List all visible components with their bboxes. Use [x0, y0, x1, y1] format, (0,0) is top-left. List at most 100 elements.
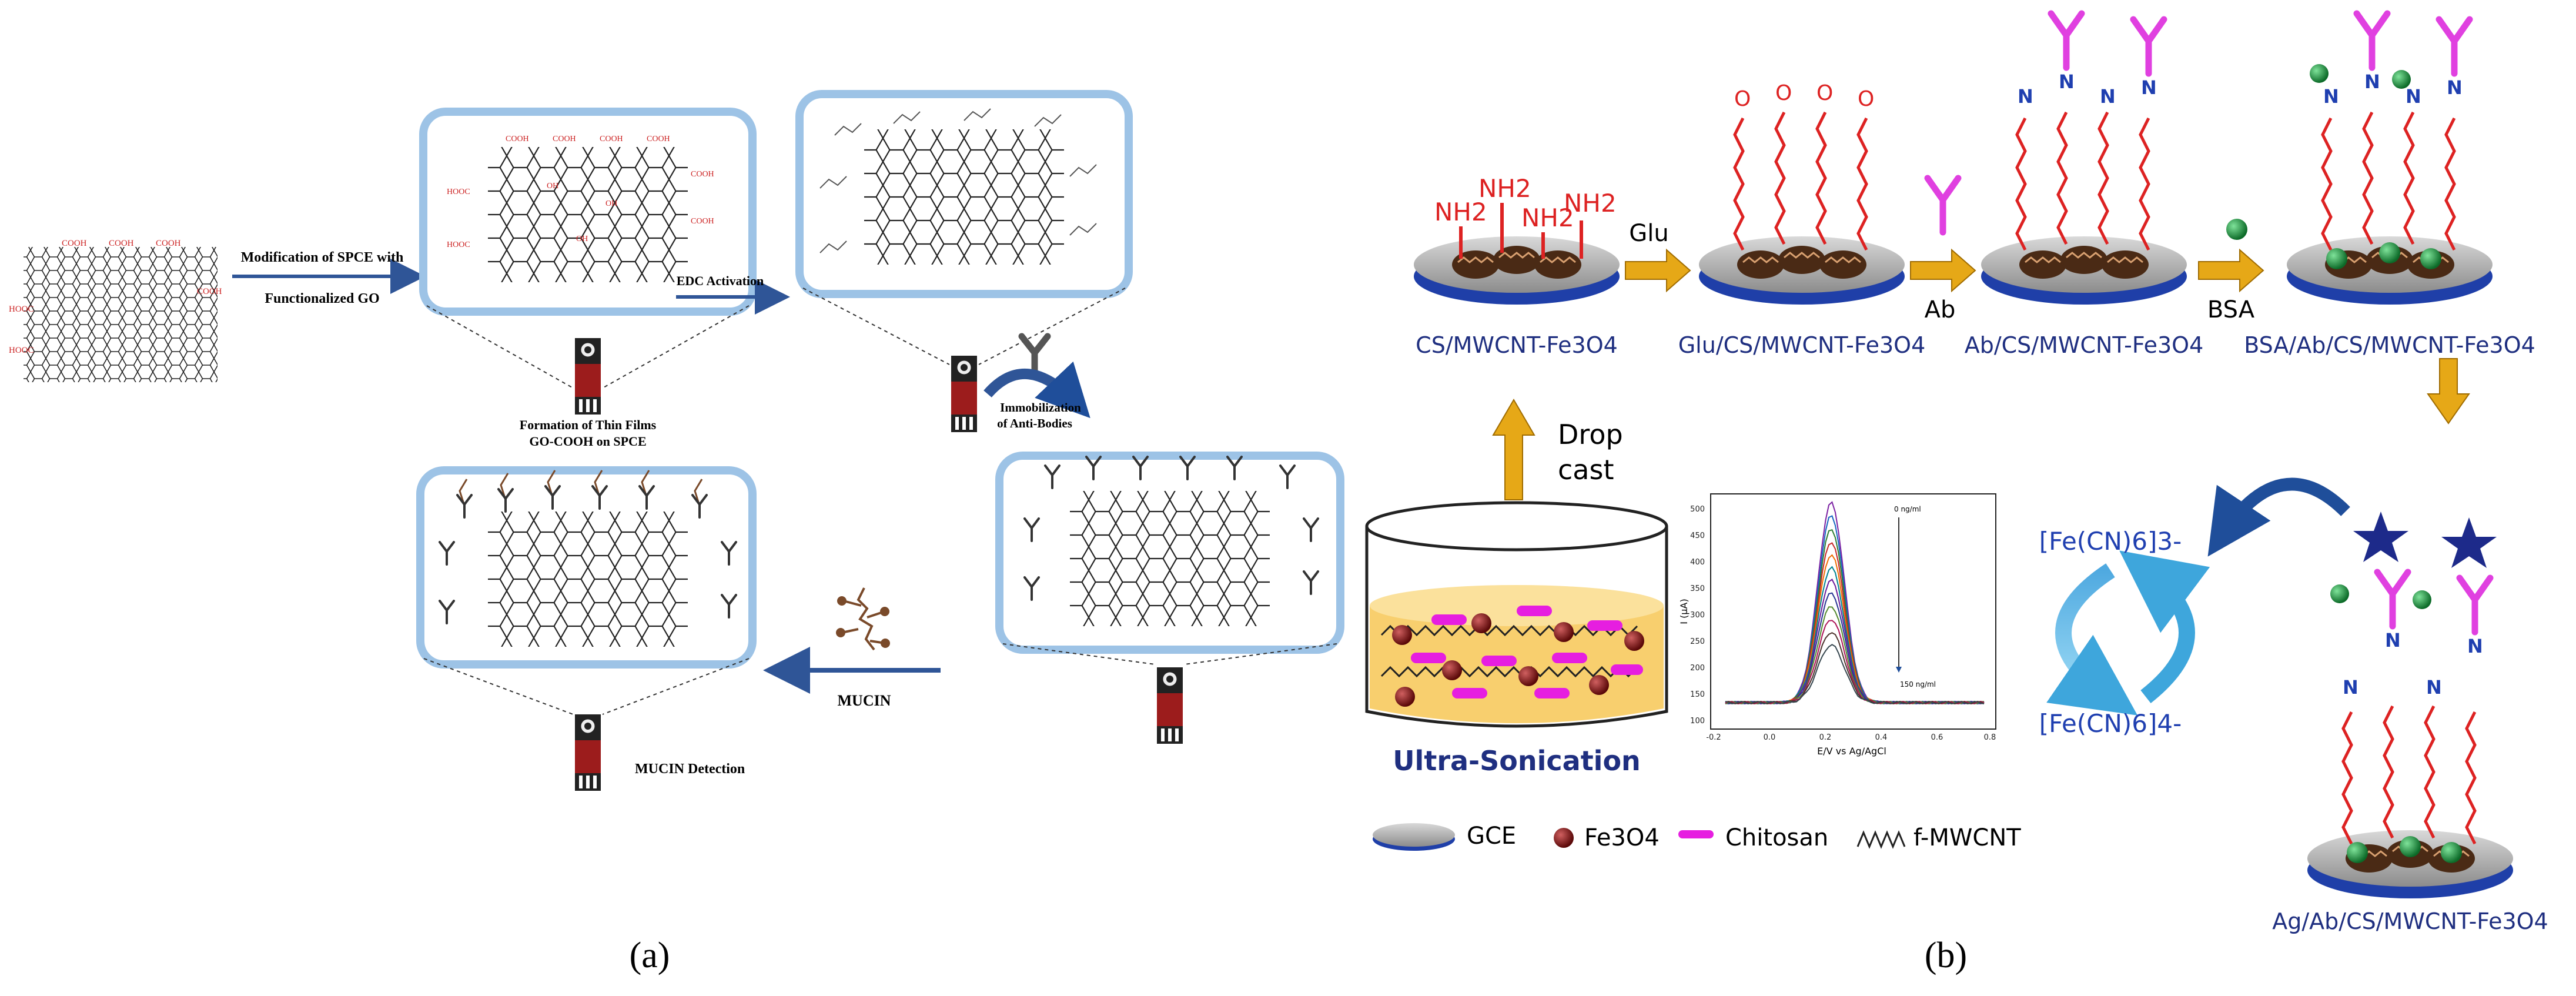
arrow-antigen: [2427, 358, 2470, 425]
legend-f-mwcnt: f-MWCNT: [1913, 824, 2021, 851]
cooh-label: COOH: [691, 170, 714, 179]
cooh-label: COOH: [156, 239, 181, 248]
hooc-label: HOOC: [447, 188, 470, 196]
n-atom: N: [2364, 71, 2380, 93]
panel-b-label: (b): [1925, 935, 1967, 975]
spce-electrode: [950, 355, 978, 433]
go-sheet-initial: COOH COOH COOH HOOC HOOC COOH: [9, 239, 222, 382]
arrow-ab: Ab: [1910, 178, 1976, 323]
n-atom: N: [2059, 71, 2075, 93]
cooh-label: COOH: [506, 135, 529, 143]
n-atom: N: [2343, 676, 2358, 698]
antigen-star-icon: [2441, 517, 2497, 568]
n-atom: N: [2141, 76, 2157, 99]
panel-b: NH2 NH2 NH2 NH2 Glu O O O O: [1365, 14, 2548, 975]
legend-gce: GCE: [1467, 823, 1516, 850]
n-atom: N: [2426, 676, 2442, 698]
n-atom: N: [2447, 76, 2463, 99]
electrode-label-4: BSA/Ab/CS/MWCNT-Fe3O4: [2244, 332, 2535, 358]
antibody-icon: [1928, 178, 1958, 232]
inset-ylabel: I (µA): [1678, 599, 1690, 624]
n-atom: N: [2385, 629, 2401, 651]
arrow-bsa: BSA: [2198, 219, 2264, 323]
frame-go-cooh: COOH COOH COOH COOH COOH COOH HOOC HOOC …: [419, 108, 757, 316]
o-atom: O: [1816, 81, 1833, 105]
n-atom: N: [2467, 635, 2483, 657]
x-tick: 0.4: [1875, 733, 1888, 742]
hooc-label: HOOC: [9, 305, 34, 314]
cooh-label: COOH: [197, 287, 222, 296]
curved-arrow-immobilization: [983, 361, 1090, 419]
n-atom: N: [2323, 85, 2339, 108]
y-tick: 350: [1690, 584, 1705, 593]
y-tick: 400: [1690, 558, 1705, 567]
spce-electrode: [574, 337, 602, 416]
y-tick: 100: [1690, 717, 1705, 726]
electrode-label-3: Ab/CS/MWCNT-Fe3O4: [1965, 332, 2204, 358]
ferrocyanide-label: [Fe(CN)6]4-: [2039, 709, 2182, 738]
dpv-curve: [1725, 644, 1985, 705]
ultra-sonication-label: Ultra-Sonication: [1393, 745, 1641, 777]
nh2-label: NH2: [1434, 198, 1487, 226]
hooc-label: HOOC: [447, 240, 470, 249]
dpv-inset-chart: 500 450 400 350 300 250 200 150 100 -0.2…: [1678, 493, 1996, 757]
o-atom: O: [1734, 87, 1751, 111]
inset-annotation-bottom: 150 ng/ml: [1900, 680, 1936, 688]
step-ab: Ab: [1925, 296, 1956, 323]
x-tick: 0.0: [1764, 733, 1776, 742]
inset-xlabel: E/V vs Ag/AgCl: [1817, 746, 1886, 757]
arrow-mucin: MUCIN: [763, 647, 941, 709]
y-tick: 150: [1690, 690, 1705, 699]
cooh-label: COOH: [600, 135, 623, 143]
electrode-bsa: N N N N: [2286, 14, 2494, 306]
nh2-label: NH2: [1564, 189, 1617, 218]
arrow-modification: Modification of SPCE with Functionalized…: [232, 250, 426, 306]
cooh-label: COOH: [553, 135, 576, 143]
nh2-label: NH2: [1478, 174, 1531, 203]
step-bsa: BSA: [2207, 296, 2255, 323]
x-tick: -0.2: [1706, 733, 1721, 742]
bsa-icon: [2226, 219, 2247, 240]
panel-a: COOH COOH COOH HOOC HOOC COOH Modificati…: [9, 90, 1344, 975]
frame-mucin-captured: [416, 466, 757, 669]
electrode-ab: N N N N: [1980, 14, 2188, 306]
n-atom: N: [2100, 85, 2116, 108]
legend-chitosan: Chitosan: [1725, 824, 1828, 851]
cooh-label: COOH: [691, 217, 714, 226]
arrow-drop-cast: Drop cast: [1492, 399, 1623, 500]
inset-annotation-top: 0 ng/ml: [1894, 505, 1921, 513]
y-tick: 300: [1690, 611, 1705, 620]
o-atom: O: [1858, 87, 1874, 111]
x-tick: 0.8: [1984, 733, 1996, 742]
step-edc-activation: EDC Activation: [677, 273, 764, 288]
step-mucin-detection: MUCIN Detection: [635, 761, 745, 777]
cooh-label: COOH: [647, 135, 670, 143]
arrow-edc: EDC Activation: [676, 273, 790, 315]
drop-cast-line1: Drop: [1558, 419, 1623, 450]
electrode-cs-mwcnt: NH2 NH2 NH2 NH2: [1413, 174, 1621, 306]
redox-cycle: [Fe(CN)6]3- [Fe(CN)6]4-: [2039, 477, 2350, 738]
step-immobilization-line2: of Anti-Bodies: [997, 416, 1072, 430]
frame-antibody-immobilized: [995, 452, 1344, 654]
frame-edc-activated: [795, 90, 1133, 298]
y-tick: 500: [1690, 505, 1705, 514]
n-atom: N: [2406, 85, 2421, 108]
step-modification-line1: Modification of SPCE with: [241, 250, 404, 265]
step-film-line1: Formation of Thin Films: [520, 417, 657, 432]
step-modification-line2: Functionalized GO: [265, 291, 379, 306]
hooc-label: HOOC: [9, 346, 34, 355]
legend-fe3o4: Fe3O4: [1584, 824, 1660, 851]
y-tick: 200: [1690, 664, 1705, 673]
y-tick: 450: [1690, 532, 1705, 540]
spce-electrode: [574, 713, 602, 792]
drop-cast-line2: cast: [1558, 454, 1614, 486]
dpv-curve: [1725, 632, 1985, 705]
step-film-line2: GO-COOH on SPCE: [529, 434, 646, 449]
electrode-glu: O O O O: [1698, 81, 1906, 306]
step-glu: Glu: [1629, 220, 1668, 247]
dpv-curves: [1725, 501, 1985, 705]
spce-electrode: [1156, 666, 1184, 745]
o-atom: O: [1775, 81, 1792, 105]
antigen-star-icon: [2353, 512, 2408, 562]
